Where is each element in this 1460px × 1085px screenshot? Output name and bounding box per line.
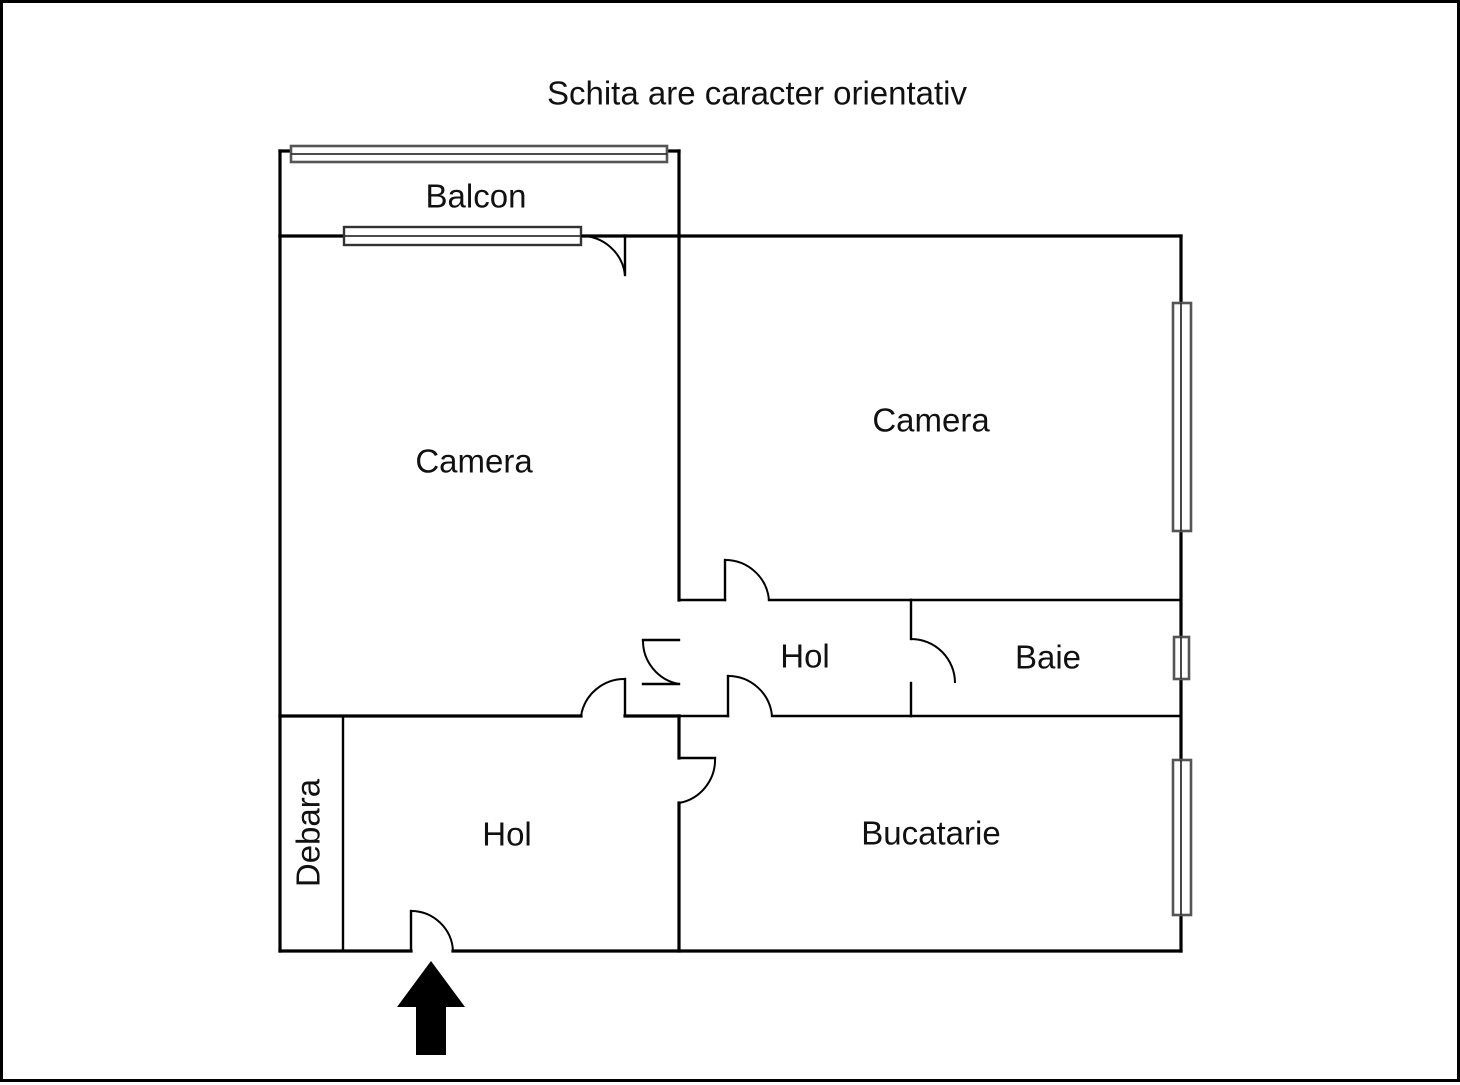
- exterior-walls: [278, 234, 1183, 953]
- room-hol-center-walls: [677, 558, 1183, 718]
- room-label-hol-center: Hol: [780, 638, 830, 675]
- room-label-baie: Baie: [1015, 639, 1081, 676]
- room-label-hol-lower: Hol: [482, 816, 532, 853]
- camera-left-to-hol-door: [278, 677, 681, 718]
- baie-window: [1172, 635, 1191, 681]
- bucatarie-window: [1171, 758, 1193, 917]
- camera-right-window: [1171, 301, 1193, 533]
- bucatarie-door: [677, 756, 717, 804]
- entrance-door: [409, 909, 454, 953]
- room-label-camera-right: Camera: [872, 402, 990, 439]
- camera-left-window: [342, 225, 583, 247]
- floor-plan-drawing: Schita are caracter orientativ: [278, 75, 1193, 1055]
- entrance-arrow: [397, 961, 465, 1055]
- balcony-door: [580, 234, 627, 277]
- page-title: Schita are caracter orientativ: [547, 75, 968, 112]
- hol-west-door: [641, 638, 681, 686]
- room-label-bucatarie: Bucatarie: [861, 815, 1000, 852]
- room-label-camera-left: Camera: [415, 443, 533, 480]
- room-label-balcon: Balcon: [426, 178, 527, 215]
- room-label-debara: Debara: [290, 778, 327, 887]
- balcony-outer-window: [289, 144, 669, 164]
